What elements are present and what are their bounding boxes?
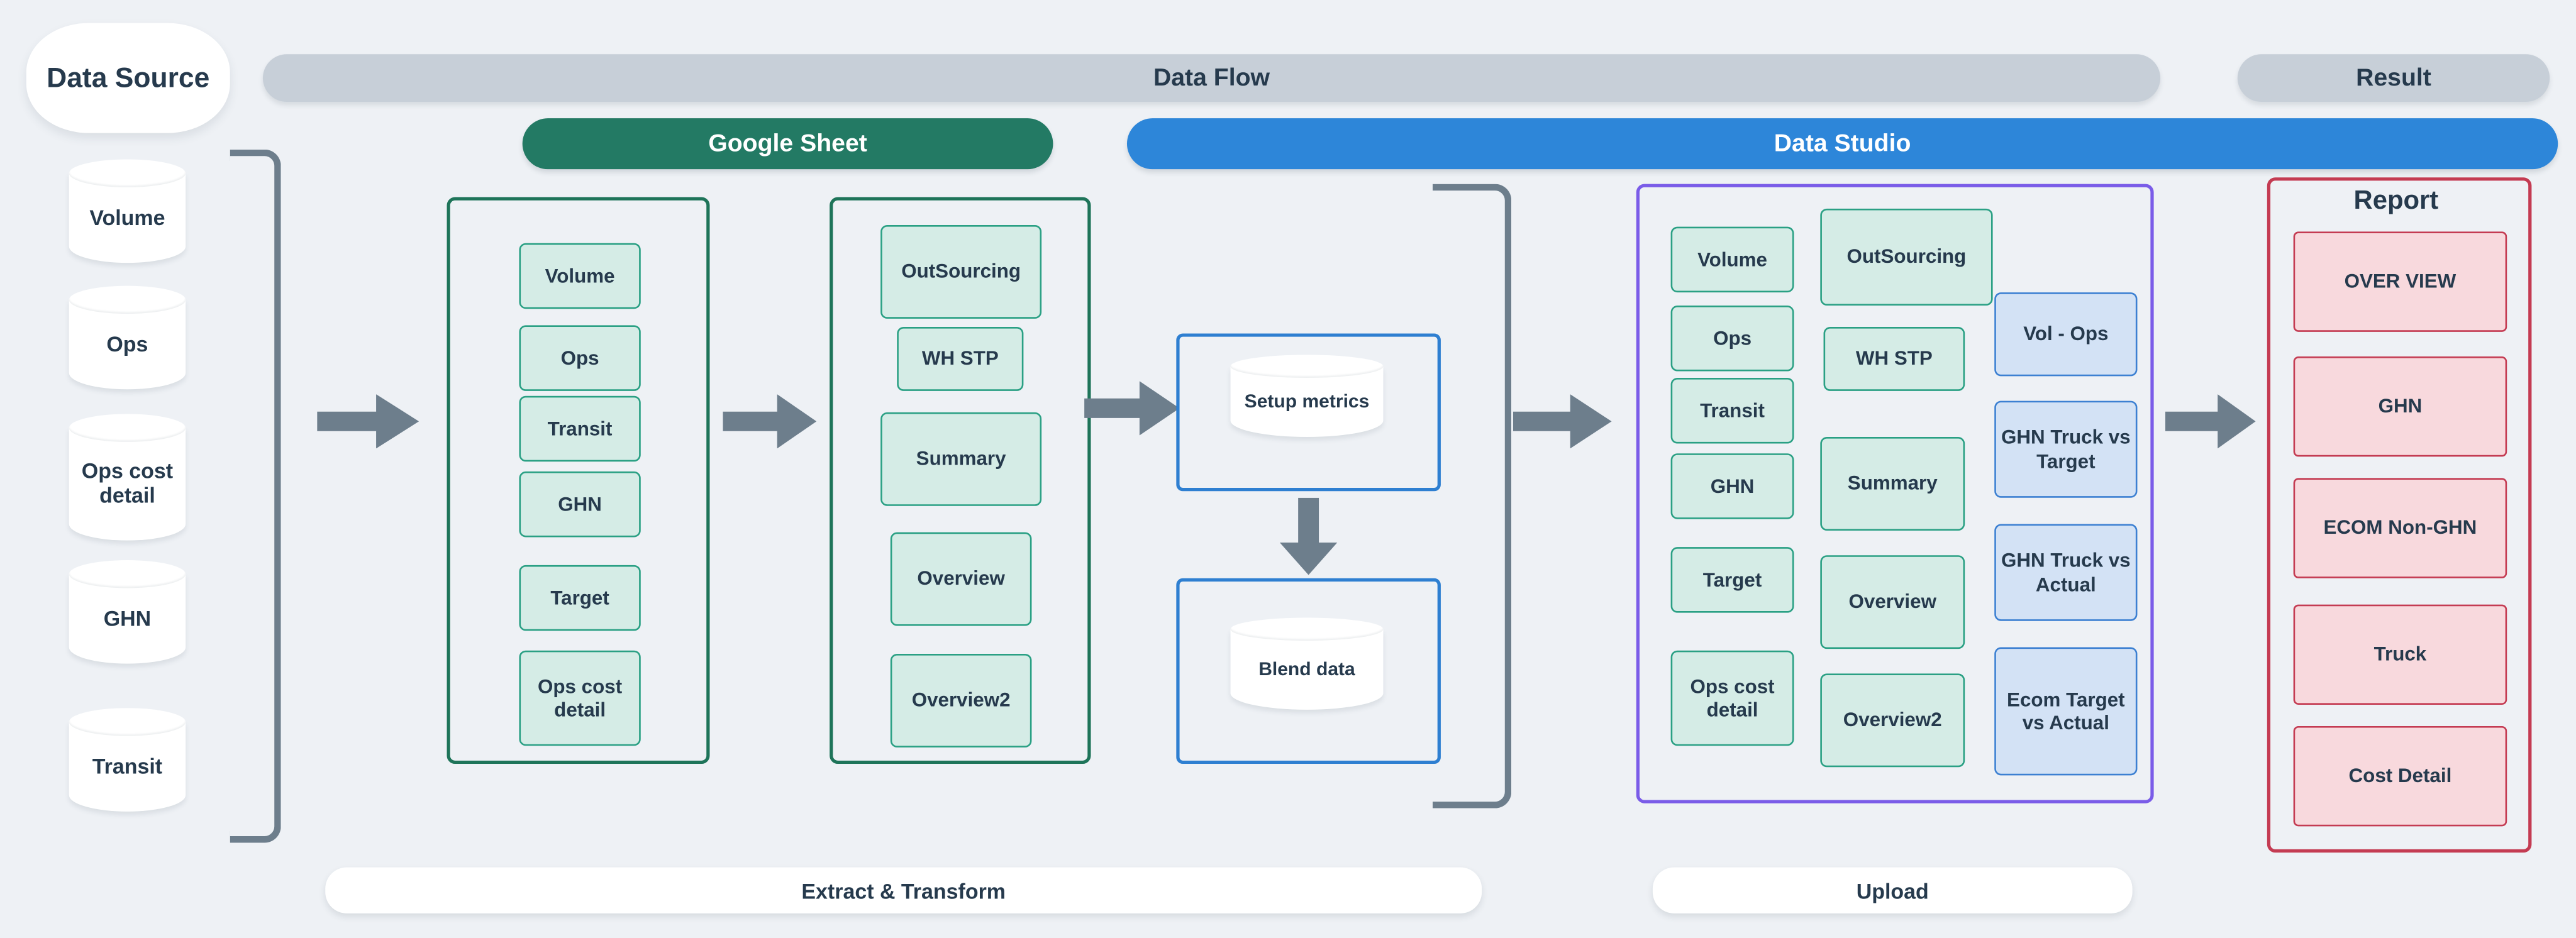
report-page-truck: Truck — [2293, 604, 2507, 705]
flow-arrow-down — [1279, 497, 1338, 575]
flow-arrow-4 — [1513, 394, 1612, 449]
data-studio-section-pill: Data Studio — [1126, 118, 2558, 170]
extract-transform-pill: Extract & Transform — [325, 867, 1482, 913]
source-cylinder-ops: Ops — [69, 285, 186, 390]
cylinder-label: Setup metrics — [1244, 392, 1370, 412]
studio-tab-overview2: Overview2 — [1820, 673, 1965, 768]
sheet-tab-transit: Transit — [519, 395, 641, 462]
flow-arrow-5 — [2165, 394, 2256, 449]
sheet-tab-wh-stp: WH STP — [897, 326, 1024, 391]
collector-bracket-right — [1432, 184, 1512, 808]
flow-arrow-3 — [1084, 381, 1180, 436]
source-cylinder-transit: Transit — [69, 708, 186, 812]
studio-card-ghn-truck-vs-target: GHN Truck vs Target — [1994, 400, 2138, 498]
cylinder-top-icon — [1230, 355, 1384, 378]
studio-tab-summary: Summary — [1820, 437, 1965, 531]
setup-metrics-box — [1176, 333, 1441, 492]
studio-tab-ghn: GHN — [1670, 453, 1794, 519]
sheet-tab-ops: Ops — [519, 325, 641, 391]
studio-tab-outsourcing: OutSourcing — [1820, 208, 1993, 306]
studio-tab-wh-stp: WH STP — [1823, 326, 1965, 391]
studio-tab-target: Target — [1670, 547, 1794, 613]
cylinder-top-icon — [1230, 617, 1384, 641]
studio-card-ghn-truck-vs-actual: GHN Truck vs Actual — [1994, 524, 2138, 621]
sheet-tab-volume: Volume — [519, 243, 641, 309]
google-sheet-section-pill: Google Sheet — [522, 118, 1053, 170]
data-studio-group — [1636, 184, 2154, 803]
sheet-raw-tabs-group — [447, 197, 710, 764]
cylinder-top-icon — [69, 159, 186, 187]
data-source-label-bubble: Data Source — [26, 23, 230, 133]
report-page-ecom-non-ghn: ECOM Non-GHN — [2293, 478, 2507, 578]
blend-data-cylinder: Blend data — [1230, 617, 1384, 710]
cylinder-label: Ops — [106, 331, 148, 356]
studio-tab-transit: Transit — [1670, 377, 1794, 444]
flow-arrow-2 — [723, 394, 817, 449]
sheet-tab-summary: Summary — [880, 412, 1042, 506]
report-page-ghn: GHN — [2293, 356, 2507, 457]
sheet-tab-ops-cost-detail: Ops cost detail — [519, 650, 641, 746]
upload-pill: Upload — [1652, 867, 2133, 913]
studio-card-ecom-target-vs-actual: Ecom Target vs Actual — [1994, 647, 2138, 776]
sheet-tab-overview: Overview — [890, 532, 1032, 626]
source-cylinder-ops-cost-detail: Ops cost detail — [69, 414, 186, 541]
collector-bracket-left — [230, 149, 281, 843]
blend-data-box — [1176, 578, 1441, 764]
cylinder-label: Transit — [92, 753, 163, 778]
cylinder-label: Blend data — [1258, 660, 1355, 680]
sheet-tab-ghn: GHN — [519, 471, 641, 538]
studio-tab-ops-cost-detail: Ops cost detail — [1670, 650, 1794, 746]
sheet-tab-target: Target — [519, 565, 641, 631]
cylinder-top-icon — [69, 708, 186, 736]
studio-tab-ops: Ops — [1670, 306, 1794, 372]
source-cylinder-volume: Volume — [69, 159, 186, 263]
flow-arrow-1 — [317, 394, 419, 449]
data-flow-header-bar: Data Flow — [262, 54, 2161, 102]
setup-metrics-cylinder: Setup metrics — [1230, 355, 1384, 438]
report-group — [2267, 177, 2532, 853]
sheet-tab-overview2: Overview2 — [890, 653, 1032, 748]
cylinder-label: Ops cost detail — [81, 458, 174, 508]
studio-tab-overview: Overview — [1820, 555, 1965, 649]
source-cylinder-ghn: GHN — [69, 560, 186, 664]
cylinder-label: GHN — [103, 605, 152, 631]
cylinder-label: Volume — [89, 204, 165, 229]
studio-tab-volume: Volume — [1670, 226, 1794, 293]
cylinder-top-icon — [69, 285, 186, 314]
sheet-calc-tabs-group — [830, 197, 1091, 764]
studio-card-vol-ops: Vol - Ops — [1994, 292, 2138, 377]
cylinder-top-icon — [69, 560, 186, 588]
cylinder-top-icon — [69, 414, 186, 442]
report-title: Report — [2353, 187, 2439, 216]
result-header-pill: Result — [2237, 54, 2550, 102]
report-page-overview: OVER VIEW — [2293, 231, 2507, 332]
sheet-tab-outsourcing: OutSourcing — [880, 224, 1042, 319]
report-page-cost-detail: Cost Detail — [2293, 726, 2507, 827]
